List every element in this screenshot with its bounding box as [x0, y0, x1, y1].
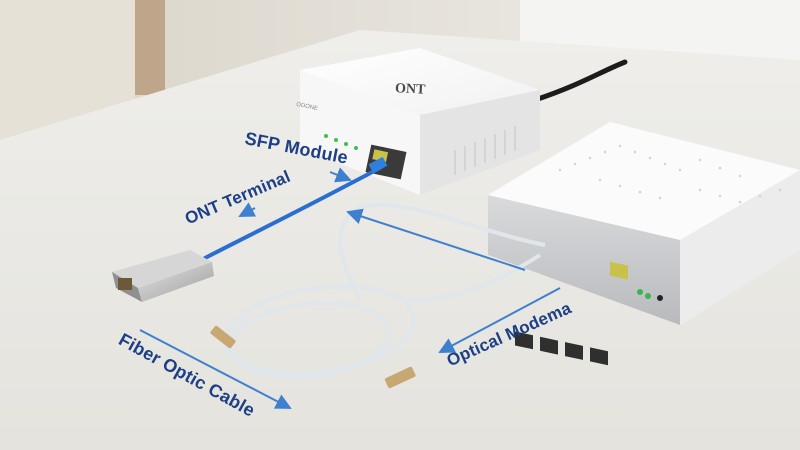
patch-cable-plug	[368, 156, 388, 174]
wall-trim	[135, 0, 165, 95]
fiber-connectors	[210, 325, 416, 389]
ont-logo: ONT	[394, 81, 426, 98]
annotation-arrows	[139, 167, 561, 409]
ont-device	[300, 48, 540, 195]
router-device	[488, 122, 800, 366]
patch-cable	[203, 166, 382, 260]
power-cable	[532, 59, 628, 103]
sfp-module	[112, 250, 214, 302]
